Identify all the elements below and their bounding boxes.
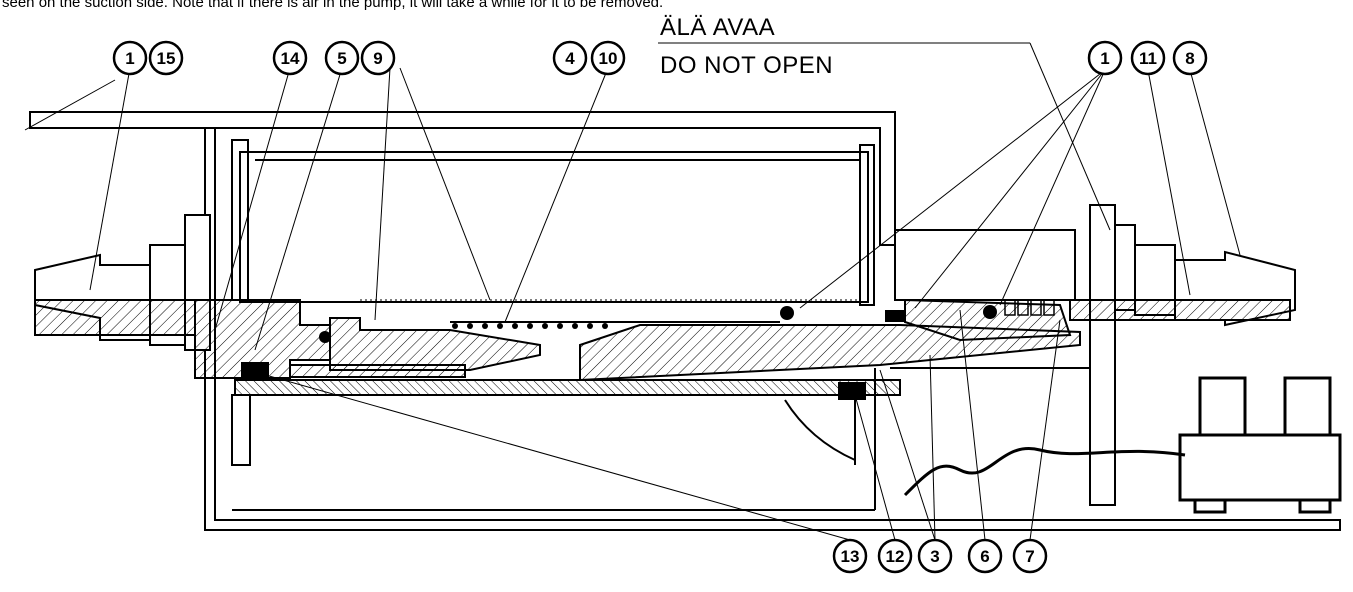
leader-lines: [24, 42, 1241, 541]
callout-label: 3: [930, 547, 939, 566]
callout-bottom-7: [1012, 538, 1048, 574]
callout-top-14: [272, 40, 308, 76]
right-spring: [1004, 299, 1055, 316]
spring-coils: [452, 323, 608, 329]
callout-label: 13: [841, 547, 860, 566]
left-nozzle: [34, 214, 211, 351]
callout-top-10: [590, 40, 626, 76]
callout-label: 15: [157, 49, 176, 68]
callout-top-9: [360, 40, 396, 76]
callout-label: 6: [980, 547, 989, 566]
wire: [903, 447, 1186, 497]
warning-line1: ÄLÄ AVAA: [660, 14, 775, 41]
callout-top-4: [552, 40, 588, 76]
callout-top-1: [112, 40, 148, 76]
callout-label: 12: [886, 547, 905, 566]
callout-top-11: [1130, 40, 1166, 76]
callout-label: 5: [337, 49, 346, 68]
callout-label: 14: [281, 49, 300, 68]
callout-label: 7: [1025, 547, 1034, 566]
lower-housing: [231, 367, 1090, 511]
callout-top-5: [324, 40, 360, 76]
callout-top-1b: [1087, 40, 1123, 76]
callout-bottom-13: [832, 538, 868, 574]
right-assembly: [894, 204, 1296, 506]
warning-line2: DO NOT OPEN: [660, 52, 833, 79]
cylinder-body: [231, 139, 875, 306]
callout-bottom-12: [877, 538, 913, 574]
callout-top-8: [1172, 40, 1208, 76]
callout-label: 10: [599, 49, 618, 68]
callout-label: 1: [125, 49, 134, 68]
seals: [241, 305, 997, 400]
callout-bottom-6: [967, 538, 1003, 574]
caption-text: seen on the suction side. Note that if t…: [2, 0, 664, 11]
callout-bottom-3: [917, 538, 953, 574]
callout-label: 11: [1139, 49, 1157, 68]
callout-label: 4: [565, 49, 575, 68]
callout-top-15: [148, 40, 184, 76]
electronics-box: [1178, 376, 1342, 514]
callout-label: 1: [1100, 49, 1109, 68]
callout-label: 8: [1185, 49, 1194, 68]
callout-label: 9: [373, 49, 382, 68]
